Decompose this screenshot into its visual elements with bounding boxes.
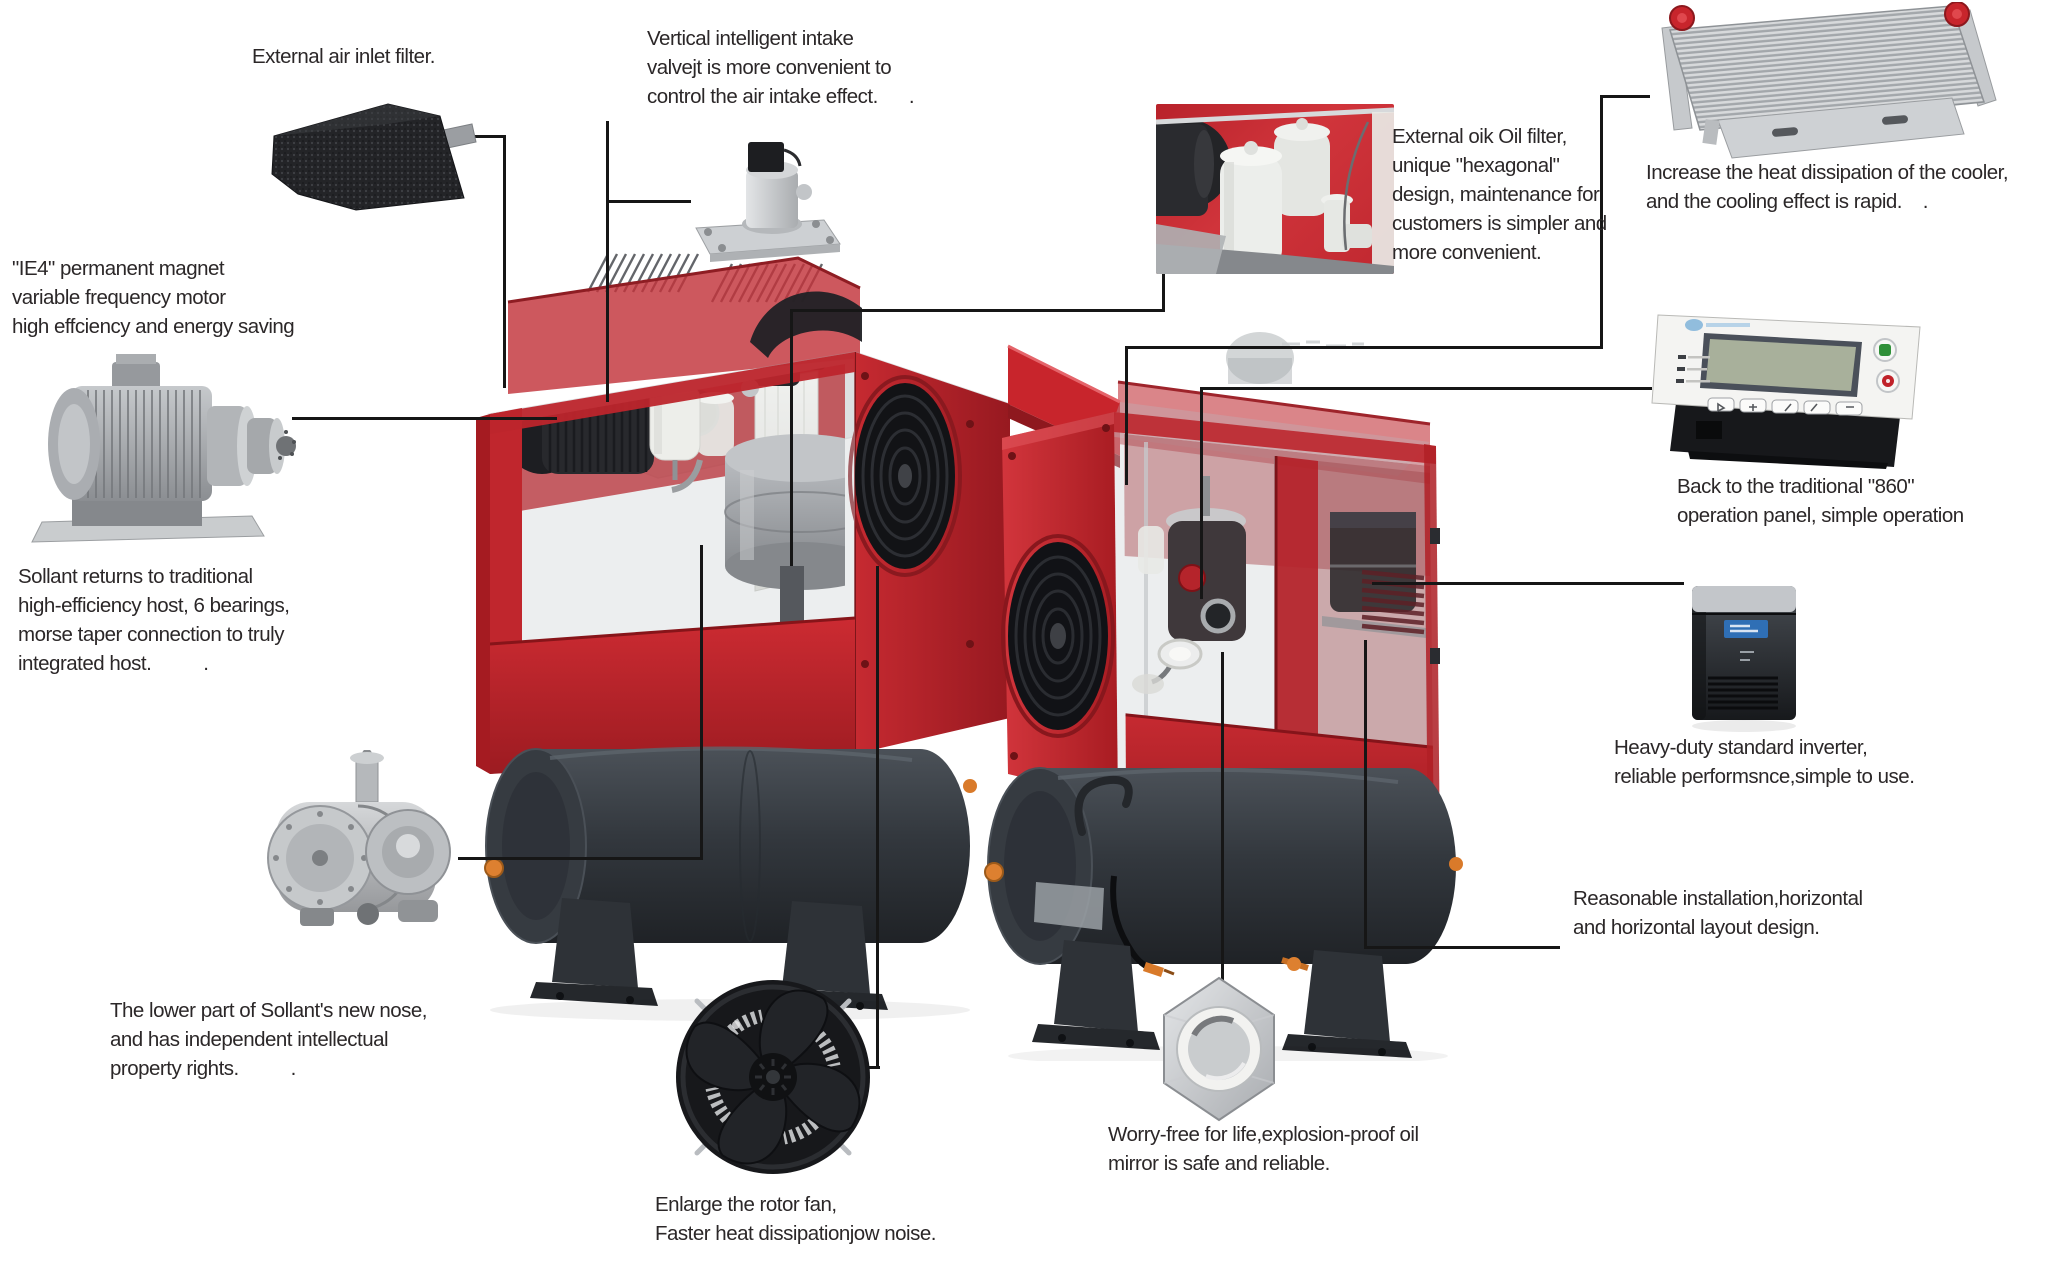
connector-cooler-v2 [1125,346,1128,485]
connector-cooler-stub [1600,95,1650,98]
cooler-image [1652,1,1998,167]
panel-base [1670,403,1900,467]
rotor-fan-image [666,970,880,1184]
compressor-left-image [450,246,1072,1026]
side-fan [848,372,974,668]
callout-cooler: Increase the heat dissipation of the coo… [1646,161,2009,213]
tank-handle [1074,775,1133,836]
oil-filter-photo [1156,104,1394,274]
connector-layout-h [1364,946,1560,949]
connector-cooler-v [1600,95,1603,349]
callout-oil-mirror: Worry-free for life,explosion-proof oil … [1108,1123,1419,1175]
connector-layout-v [1364,640,1367,949]
solenoid-box [748,142,784,172]
compressor-right-image [978,316,1478,1066]
oil-sight-glass-image [1158,973,1280,1123]
connector-oil-filter-stub [1162,271,1165,312]
connector-panel-v [1200,387,1203,599]
discharge-duct [750,291,862,358]
air-inlet-filter-image [268,98,483,216]
connector-fan-v [876,566,879,1069]
connector-air-filter-v [503,135,506,388]
operation-panel-image [1648,301,1948,473]
drain-cable [1110,875,1152,971]
connector-motor-h [292,417,557,420]
host-image [248,749,463,950]
panel-logo [1685,319,1703,331]
connector-host-h [458,857,703,860]
inverter-label [1724,620,1768,638]
callout-ie4-motor: "IE4" permanent magnet variable frequenc… [12,257,295,338]
callout-inverter: Heavy-duty standard inverter, reliable p… [1614,736,1915,788]
intake-valve-image [684,140,854,268]
vent-slots [1708,676,1778,710]
connector-intake-valve-v [606,121,609,402]
connector-oil-filter-h [790,309,1165,312]
connector-oil-filter-v [790,309,793,566]
connector-fan-h [862,1066,880,1069]
air-tank [484,746,1072,944]
air-tank [984,767,1463,971]
compressor-left-svg [476,253,1072,1021]
connector-mirror-v [1221,652,1224,986]
legs [1008,940,1448,1066]
led-indicators [1676,355,1710,383]
connector-intake-valve-h [606,200,691,203]
callout-host: Sollant returns to traditional high-effi… [18,565,290,675]
connector-host-v [700,545,703,860]
callout-panel: Back to the traditional "860" operation … [1677,475,1964,527]
separator-tank [724,434,845,624]
callout-rotor-fan: Enlarge the rotor fan, Faster heat dissi… [655,1193,936,1245]
connector-air-filter-h [468,135,505,138]
fin-block [1669,5,1986,131]
panel-keys [1707,397,1863,416]
inverter-image [1680,576,1810,734]
motor-image [2,336,302,554]
connector-cooler-h [1125,346,1603,349]
compressor-right-svg [984,332,1463,1066]
connector-panel-h [1200,387,1652,390]
callout-air-filter: External air inlet filter. [252,45,435,68]
lcd-screen [1706,339,1856,391]
callout-nose: The lower part of Sollant's new nose, an… [110,999,428,1080]
connector-inverter-h [1372,582,1684,585]
mounting-bracket [1717,97,1965,159]
callout-oil-filter: External oik Oil filter, unique "hexagon… [1392,125,1607,264]
callout-layout: Reasonable installation,horizontal and h… [1573,887,1863,939]
callout-intake-valve: Vertical intelligent intake valvejt is m… [647,27,915,108]
